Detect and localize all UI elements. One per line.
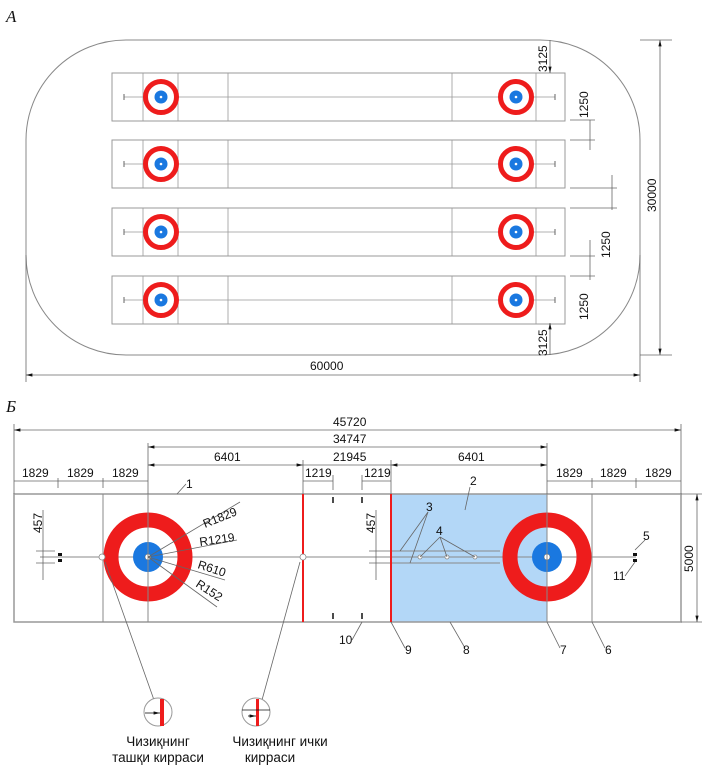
dim-hack-left: 457 (31, 513, 45, 533)
radius-r1829: R1829 (201, 504, 239, 530)
house (498, 79, 534, 115)
sheet-outline (13, 493, 682, 623)
hack-marks (58, 553, 637, 562)
sheet-3 (111, 207, 566, 257)
dim-sheet-width: 5000 (682, 545, 696, 572)
dim-gap1: 1250 (577, 91, 591, 118)
callout-5: 5 (643, 529, 650, 543)
dim-hog-offset-left: 1219 (305, 466, 332, 480)
radius-r152: R152 (193, 577, 225, 605)
dim-left-3: 1829 (112, 466, 139, 480)
dim-width-text: 60000 (310, 359, 344, 373)
detail-inner-caption-2: кирраси (245, 750, 295, 765)
dim-height-text: 30000 (645, 178, 659, 212)
house (498, 282, 534, 318)
dim-total: 45720 (333, 415, 367, 429)
detail-outer-caption-1: Чизиқнинг (126, 734, 190, 749)
house (498, 146, 534, 182)
detail-outer-edge (143, 697, 173, 727)
dim-edge-top: 3125 (536, 45, 550, 72)
dim-gap2: 1250 (599, 231, 613, 258)
dim-tee-hog-left: 6401 (214, 450, 241, 464)
guard-zone (391, 494, 547, 622)
dim-gap3: 1250 (577, 293, 591, 320)
sheets-group (111, 72, 566, 325)
callout-2: 2 (470, 474, 477, 488)
radius-r1219: R1219 (198, 530, 235, 549)
dim-tee-hog-right: 6401 (458, 450, 485, 464)
dim-tee-to-tee: 34747 (333, 432, 367, 446)
callout-4: 4 (436, 524, 443, 538)
dim-right-1: 1829 (556, 466, 583, 480)
callout-3: 3 (426, 500, 433, 514)
house (143, 282, 179, 318)
house (143, 79, 179, 115)
callout-11: 11 (613, 569, 626, 583)
detail-outer-caption-2: ташқи кирраси (112, 750, 204, 765)
section-a-label: А (5, 7, 17, 26)
dim-edge-bottom: 3125 (536, 329, 550, 356)
callout-1: 1 (186, 477, 193, 491)
detail-inner-caption-1: Чизиқнинг ички (232, 734, 327, 749)
dim-hog-offset-right: 1219 (364, 466, 391, 480)
dim-left-1: 1829 (22, 466, 49, 480)
sheet-1 (111, 72, 566, 122)
dim-right-2: 1829 (600, 466, 627, 480)
sheet-4 (111, 275, 566, 325)
callout-8: 8 (463, 643, 470, 657)
dim-right-3: 1829 (645, 466, 672, 480)
rink-outline (25, 39, 641, 356)
house (498, 214, 534, 250)
dim-left-2: 1829 (67, 466, 94, 480)
dim-hack-right: 457 (364, 513, 378, 533)
callout-9: 9 (405, 643, 412, 657)
house (143, 146, 179, 182)
section-b-label: Б (5, 397, 16, 416)
callout-7: 7 (560, 643, 567, 657)
callout-6: 6 (605, 643, 612, 657)
detail-inner-edge (241, 697, 271, 727)
house (143, 214, 179, 250)
sheet-2 (111, 139, 566, 189)
callout-10: 10 (339, 633, 353, 647)
dim-hog-to-hog: 21945 (333, 450, 367, 464)
